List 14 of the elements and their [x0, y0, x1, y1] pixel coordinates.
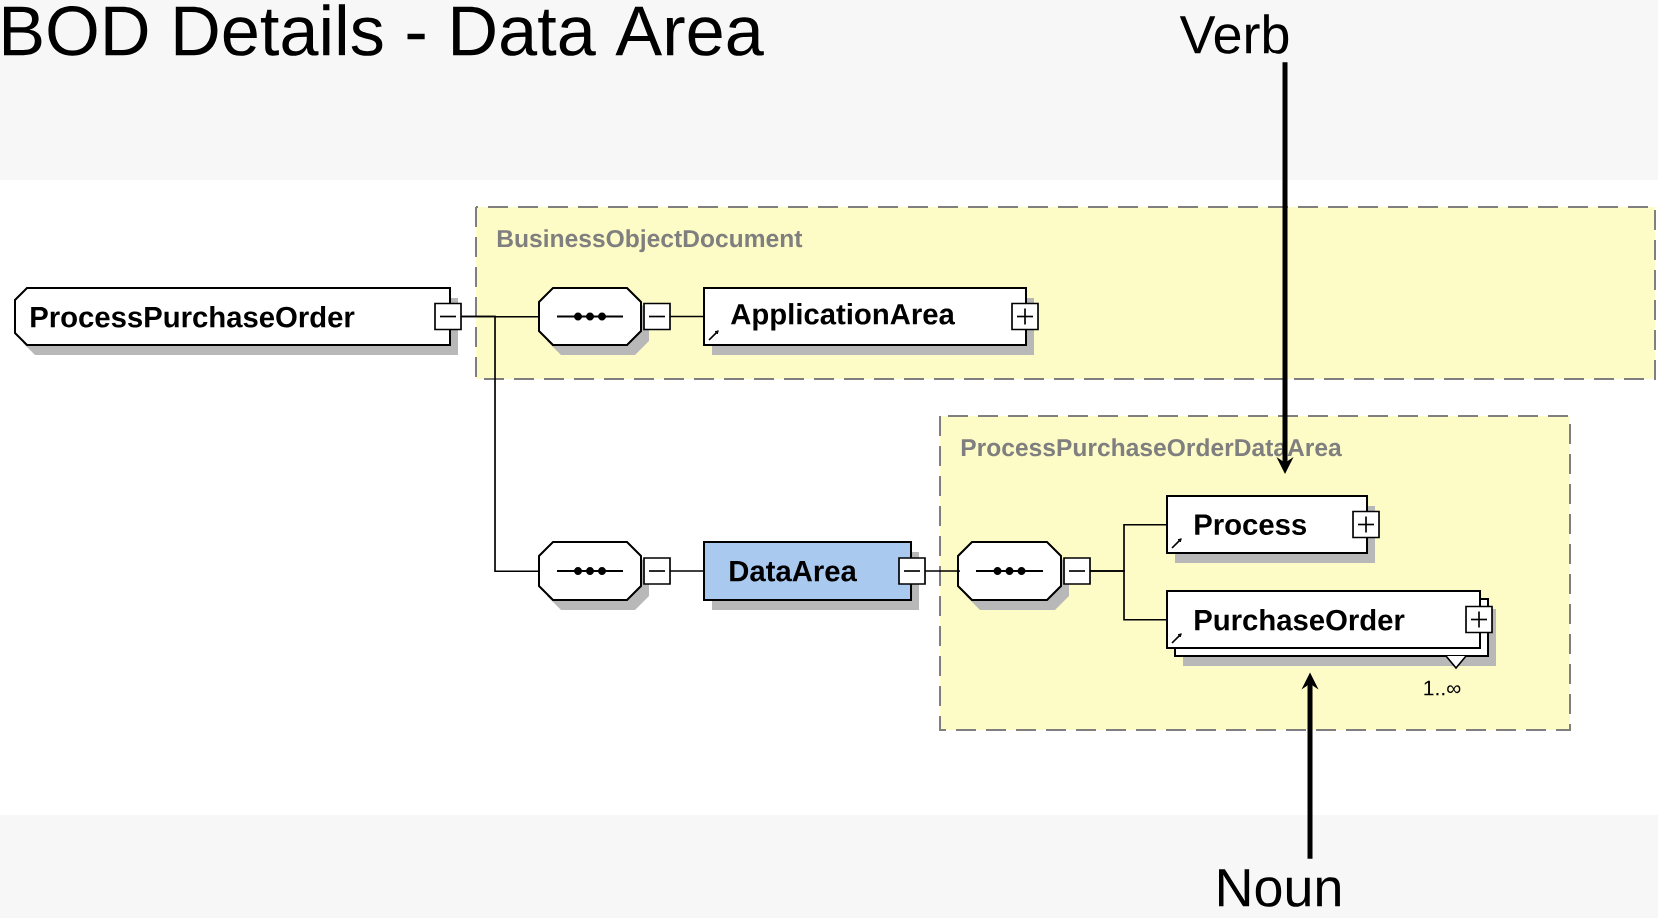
connector-line — [1089, 570, 1168, 621]
connector-line — [669, 315, 705, 318]
root-element-box: ProcessPurchaseOrder — [14, 287, 458, 355]
callout-label: Verb — [1179, 14, 1289, 54]
connector-line — [669, 570, 705, 573]
connector-line — [460, 315, 540, 573]
element-box: Process — [1166, 495, 1375, 563]
connector-line — [924, 570, 960, 573]
element-box: ApplicationArea — [703, 287, 1034, 355]
title: BOD Details - Data Area — [4, 4, 764, 56]
element-box: PurchaseOrder — [1166, 590, 1496, 670]
element-box: DataArea — [703, 541, 919, 610]
callout-label: Noun — [1219, 869, 1340, 907]
multiplicity-label: 1..∞ — [1424, 680, 1461, 696]
